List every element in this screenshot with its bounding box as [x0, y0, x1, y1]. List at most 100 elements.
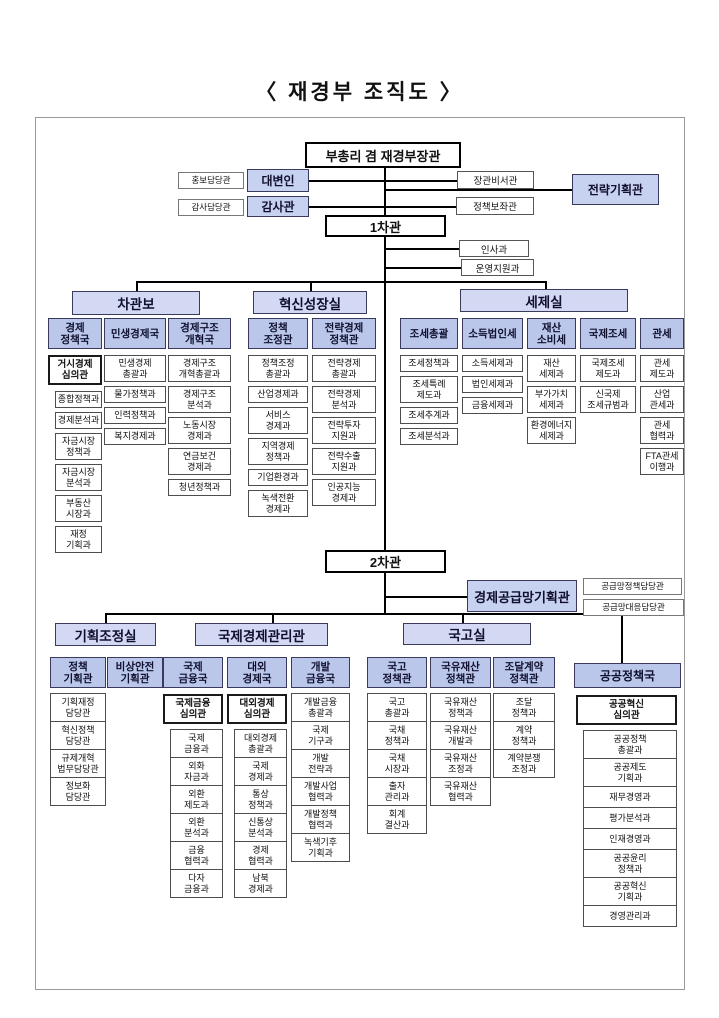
division-box: 국제 금융과 — [170, 729, 223, 758]
connector-line — [386, 596, 467, 598]
division-box: 청년정책과 — [168, 479, 231, 496]
division-box: 조세정책과 — [400, 355, 458, 372]
division-box: 경영관리과 — [583, 905, 677, 927]
division-box: 국제 기구과 — [291, 721, 350, 750]
division-box: 공공정책 총괄과 — [583, 730, 677, 759]
pr-officer-box: 홍보담당관 — [178, 172, 244, 189]
division-box: 환경에너지 세제과 — [527, 417, 576, 444]
division-box: 자금시장 분석과 — [55, 464, 102, 491]
division-box: 공공윤리 정책과 — [583, 849, 677, 878]
division-box: 정책조정 총괄과 — [248, 355, 308, 382]
division-box: 법인세제과 — [462, 376, 523, 393]
outer-frame — [35, 117, 685, 990]
division-box: 기획재정 담당관 — [50, 693, 106, 722]
division-box: 민생경제 총괄과 — [104, 355, 166, 382]
division-box: 금융 협력과 — [170, 841, 223, 870]
division-box: 경제구조 개혁총괄과 — [168, 355, 231, 382]
division-box: 부가가치 세제과 — [527, 386, 576, 413]
bureau-header: 국고 정책관 — [367, 657, 427, 688]
division-box: 부동산 시장과 — [55, 495, 102, 522]
connector-line — [272, 613, 274, 623]
bureau-header: 경제 정책국 — [48, 318, 102, 349]
bureau-header: 정책 조정관 — [248, 318, 308, 349]
division-box: 전략수출 지원과 — [312, 448, 376, 475]
division-box: 전략경제 분석과 — [312, 386, 376, 413]
division-box: 규제개혁 법무담당관 — [50, 749, 106, 778]
division-box: 전략투자 지원과 — [312, 417, 376, 444]
division-box: 국유재산 정책과 — [430, 693, 491, 722]
division-box: 통상 정책과 — [234, 785, 287, 814]
division-box: 계약분쟁 조정과 — [493, 749, 555, 778]
division-box: 자금시장 정책과 — [55, 433, 102, 460]
division-box: 물가정책과 — [104, 386, 166, 403]
supply-response-officer-box: 공급망대응담당관 — [583, 599, 684, 616]
division-box: 대외경제 총괄과 — [234, 729, 287, 758]
connector-line — [386, 248, 459, 250]
officer-box: 거시경제 심의관 — [48, 355, 102, 385]
division-box: 재산 세제과 — [527, 355, 576, 382]
division-box: 인력정책과 — [104, 407, 166, 424]
division-box: 개발 전략과 — [291, 749, 350, 778]
connector-line — [136, 281, 138, 292]
division-box: 외화 자금과 — [170, 757, 223, 786]
division-box: 국제조세 제도과 — [580, 355, 636, 382]
bureau-header: 조세총괄 — [400, 318, 458, 349]
division-box: 전략경제 총괄과 — [312, 355, 376, 382]
connector-line — [105, 613, 107, 623]
division-box: 외환 분석과 — [170, 813, 223, 842]
division-box: 관세 제도과 — [640, 355, 684, 382]
division-box: 신국제 조세규범과 — [580, 386, 636, 413]
bureau-header: 민생경제국 — [104, 318, 166, 349]
section-tax: 세제실 — [460, 289, 628, 312]
connector-line — [386, 267, 461, 269]
bureau-header: 개발 금융국 — [291, 657, 350, 688]
division-box: 조세특례 제도과 — [400, 376, 458, 403]
officer-box: 국제금융 심의관 — [163, 694, 223, 724]
bureau-header: 경제구조 개혁국 — [168, 318, 231, 349]
inspector-box: 감사관 — [247, 196, 309, 217]
division-box: 혁신정책 담당관 — [50, 721, 106, 750]
supply-chain-planning-box: 경제공급망기획관 — [467, 580, 577, 612]
section-planning-coordination: 기획조정실 — [55, 623, 156, 646]
connector-line — [462, 613, 464, 623]
bureau-header: 조달계약 정책관 — [493, 657, 555, 688]
vice-minister-2-box: 2차관 — [325, 550, 446, 573]
hr-division-box: 인사과 — [459, 240, 529, 257]
division-box: 산업 관세과 — [640, 386, 684, 413]
section-treasury: 국고실 — [403, 623, 531, 645]
connector-line — [621, 613, 623, 663]
bureau-header: 전략경제 정책관 — [312, 318, 376, 349]
bureau-header: 정책 기획관 — [50, 657, 106, 688]
division-box: 회계 결산과 — [367, 805, 427, 834]
connector-line — [136, 281, 545, 283]
division-box: 종합정책과 — [55, 391, 102, 408]
section-chaganbo: 차관보 — [72, 291, 200, 315]
division-box: 조세추계과 — [400, 407, 458, 424]
connector-line — [309, 206, 456, 208]
bureau-header: 대외 경제국 — [227, 657, 287, 688]
division-box: 노동시장 경제과 — [168, 417, 231, 444]
division-box: 공공혁신 기획과 — [583, 877, 677, 906]
division-box: 복지경제과 — [104, 428, 166, 445]
bureau-header: 국제조세 — [580, 318, 636, 349]
division-box: 국유재산 개발과 — [430, 721, 491, 750]
bureau-header: 비상안전 기획관 — [107, 657, 163, 688]
bureau-header: 국제 금융국 — [163, 657, 223, 688]
division-box: 녹색전환 경제과 — [248, 490, 308, 517]
connector-line — [105, 613, 622, 615]
bureau-header: 관세 — [640, 318, 684, 349]
minister-box: 부총리 겸 재경부장관 — [305, 142, 461, 168]
section-international-economy: 국제경제관리관 — [195, 623, 328, 646]
strategy-planning-box: 전략기획관 — [572, 174, 659, 205]
